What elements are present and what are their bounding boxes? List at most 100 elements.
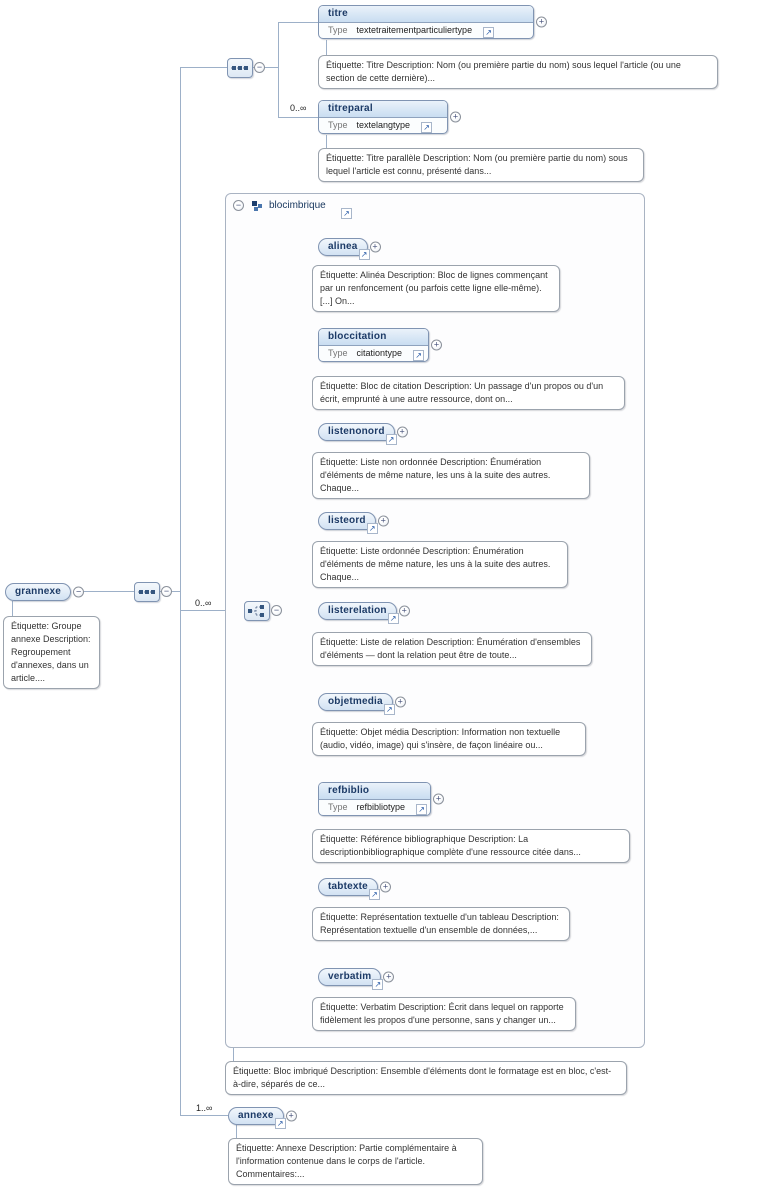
connector [278,117,318,118]
goto-definition-icon[interactable]: ↗ [372,979,384,990]
goto-type-icon[interactable]: ↗ [413,349,425,361]
collapse-icon[interactable]: − [233,200,244,211]
annotation-listenonord: Étiquette: Liste non ordonnée Descriptio… [312,452,590,500]
connector [278,22,279,118]
connector [180,1115,228,1116]
sequence-compositor[interactable] [227,58,253,78]
annotation-annexe: Étiquette: Annexe Description: Partie co… [228,1138,483,1186]
sequence-compositor[interactable] [134,582,160,602]
collapse-icon[interactable]: − [73,586,85,598]
expand-icon[interactable]: + [377,515,389,527]
goto-definition-icon[interactable]: ↗ [383,704,395,715]
connector [180,610,244,611]
annotation-listeord: Étiquette: Liste ordonnée Description: É… [312,541,568,589]
element-name: grannexe [15,586,62,597]
annotation-stub [236,1125,237,1138]
type-name: citationtype [356,348,403,358]
type-label: Type [328,348,348,358]
element-name: bloccitation [319,329,428,346]
expand-icon[interactable]: + [379,881,391,893]
goto-definition-icon[interactable]: ↗ [366,523,378,534]
goto-definition-icon[interactable]: ↗ [274,1118,286,1129]
element-verbatim[interactable]: verbatim + ↗ [318,968,395,990]
type-label: Type [328,25,348,35]
element-refbiblio[interactable]: refbiblio Type refbibliotype ↗ + [318,782,444,816]
element-listerelation[interactable]: listerelation + ↗ [318,602,410,624]
element-bloccitation[interactable]: bloccitation Type citationtype ↗ + [318,328,442,362]
occurrence-label: 1..∞ [196,1103,213,1113]
goto-definition-icon[interactable]: ↗ [358,249,370,260]
choice-compositor[interactable] [244,601,270,621]
element-name: listenonord [328,426,385,437]
element-name: listeord [328,515,366,526]
annotation-bloccitation: Étiquette: Bloc de citation Description:… [312,376,625,411]
expand-icon[interactable]: + [398,605,410,617]
blocimbrique-panel [225,193,645,1048]
type-row: Type citationtype ↗ [319,346,428,361]
goto-type-icon[interactable]: ↗ [416,803,428,815]
connector [80,591,134,592]
annotation-objetmedia: Étiquette: Objet média Description: Info… [312,722,586,757]
connector [180,67,181,1116]
type-name: textelangtype [356,120,411,130]
element-alinea[interactable]: alinea + ↗ [318,238,381,260]
expand-icon[interactable]: + [383,971,395,983]
element-listenonord[interactable]: listenonord + ↗ [318,423,408,445]
sequence-icon [138,590,156,594]
complex-content-icon [251,199,263,217]
expand-icon[interactable]: + [536,16,547,28]
element-name: tabtexte [328,881,368,892]
goto-definition-icon[interactable]: ↗ [368,889,380,900]
collapse-icon[interactable]: − [254,62,265,73]
connector [278,22,318,23]
goto-definition-icon[interactable]: ↗ [385,434,397,445]
annotation-stub [326,135,327,148]
goto-type-icon[interactable]: ↗ [483,26,495,38]
occurrence-label: 0..∞ [195,598,212,608]
goto-type-icon[interactable]: ↗ [421,121,433,133]
choice-icon [248,605,264,617]
type-label: Type [328,802,348,812]
complex-content-icon [252,201,262,211]
collapse-icon[interactable]: − [161,586,172,597]
annotation-titre: Étiquette: Titre Description: Nom (ou pr… [318,55,718,90]
annotation-titreparal: Étiquette: Titre parallèle Description: … [318,148,644,183]
expand-icon[interactable]: + [369,241,381,253]
type-row: Type textetraitementparticuliertype ↗ [319,23,533,38]
element-annexe[interactable]: annexe + ↗ [228,1107,297,1129]
expand-icon[interactable]: + [433,793,444,805]
expand-icon[interactable]: + [450,111,461,123]
collapse-icon[interactable]: − [271,605,282,616]
element-titreparal[interactable]: titreparal Type textelangtype ↗ + [318,100,461,134]
expand-icon[interactable]: + [285,1110,297,1122]
element-tabtexte[interactable]: tabtexte + ↗ [318,878,391,900]
element-objetmedia[interactable]: objetmedia + ↗ [318,693,406,715]
goto-definition-icon[interactable]: ↗ [387,613,399,624]
element-name: listerelation [328,605,387,616]
expand-icon[interactable]: + [394,696,406,708]
element-listeord[interactable]: listeord + ↗ [318,512,389,534]
type-row: Type textelangtype ↗ [319,118,447,133]
element-name: verbatim [328,971,372,982]
goto-definition-icon[interactable]: ↗ [341,208,352,219]
blocimbrique-title[interactable]: blocimbrique [269,200,326,211]
annotation-refbiblio: Étiquette: Référence bibliographique Des… [312,829,630,864]
annotation-stub [12,601,13,616]
annotation-verbatim: Étiquette: Verbatim Description: Écrit d… [312,997,576,1032]
annotation-grannexe: Étiquette: Groupe annexe Description: Re… [3,616,100,690]
type-label: Type [328,120,348,130]
expand-icon[interactable]: + [431,339,442,351]
connector [180,67,227,68]
annotation-alinea: Étiquette: Alinéa Description: Bloc de l… [312,265,560,313]
type-name: textetraitementparticuliertype [356,25,473,35]
occurrence-label: 0..∞ [290,103,307,113]
annotation-listerelation: Étiquette: Liste de relation Description… [312,632,592,667]
element-name: annexe [238,1110,274,1121]
element-grannexe[interactable]: grannexe − [5,583,85,601]
element-name: objetmedia [328,696,383,707]
expand-icon[interactable]: + [396,426,408,438]
connector [253,67,278,68]
element-name: refbiblio [319,783,430,800]
element-titre[interactable]: titre Type textetraitementparticuliertyp… [318,5,547,39]
